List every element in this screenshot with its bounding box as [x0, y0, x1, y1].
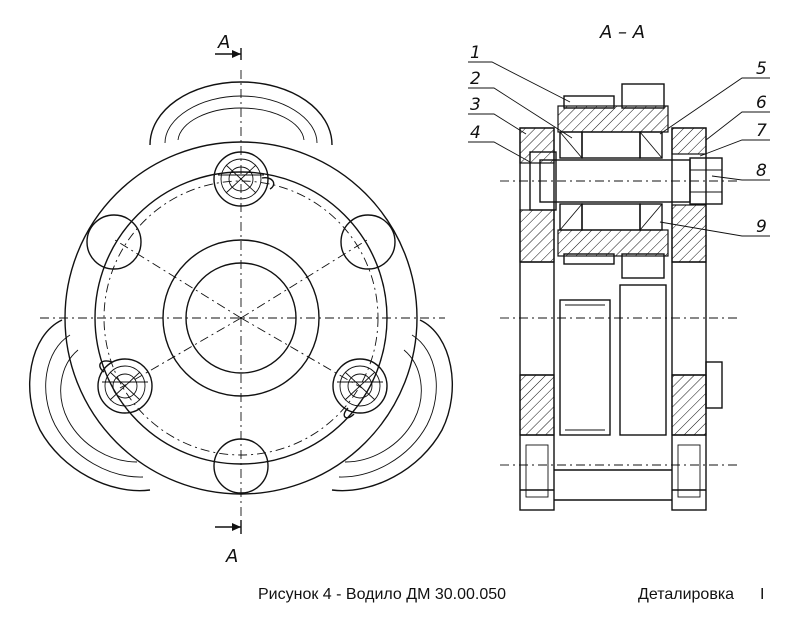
right-plate-mid: [671, 204, 707, 263]
axle-end-left: [97, 358, 153, 414]
planet-gear-bottom-section: [557, 229, 669, 257]
planet-gear-top-section: [557, 105, 669, 133]
left-plate-low: [519, 374, 555, 436]
hole-bottom: [213, 438, 269, 494]
callout-1: 1: [470, 43, 481, 63]
left-plate-mid: [519, 209, 555, 263]
hole-upper-left: [86, 214, 142, 270]
callout-9: 9: [756, 217, 767, 237]
section-label-bottom: A: [225, 546, 238, 567]
section-view: A – A: [468, 22, 770, 511]
sun-gear-side: [559, 299, 611, 436]
callout-8: 8: [756, 161, 767, 181]
right-plate-top: [671, 127, 707, 155]
callout-7: 7: [756, 121, 767, 141]
category-label: Деталировка: [638, 586, 734, 603]
callout-3: 3: [470, 95, 481, 115]
hole-upper-right: [340, 214, 396, 270]
callout-4: 4: [470, 123, 481, 143]
section-view-title: A – A: [599, 22, 645, 43]
leader-lines: [468, 61, 770, 237]
section-marker-bottom: A: [215, 520, 242, 567]
right-plate-low: [671, 374, 707, 436]
callout-6: 6: [756, 93, 767, 113]
planet-gear-right: [331, 319, 453, 492]
callout-2: 2: [470, 69, 481, 89]
axle-end-right: [332, 358, 388, 419]
planet-gear-left: [29, 319, 151, 492]
axle-end-top: [213, 151, 275, 207]
front-view: A A: [29, 32, 453, 567]
section-label-top: A: [217, 32, 230, 53]
callout-5: 5: [756, 59, 767, 79]
section-marker-top: A: [215, 32, 242, 60]
figure-caption: Рисунок 4 - Водило ДМ 30.00.050: [258, 586, 506, 603]
page-marker: I: [760, 586, 764, 603]
